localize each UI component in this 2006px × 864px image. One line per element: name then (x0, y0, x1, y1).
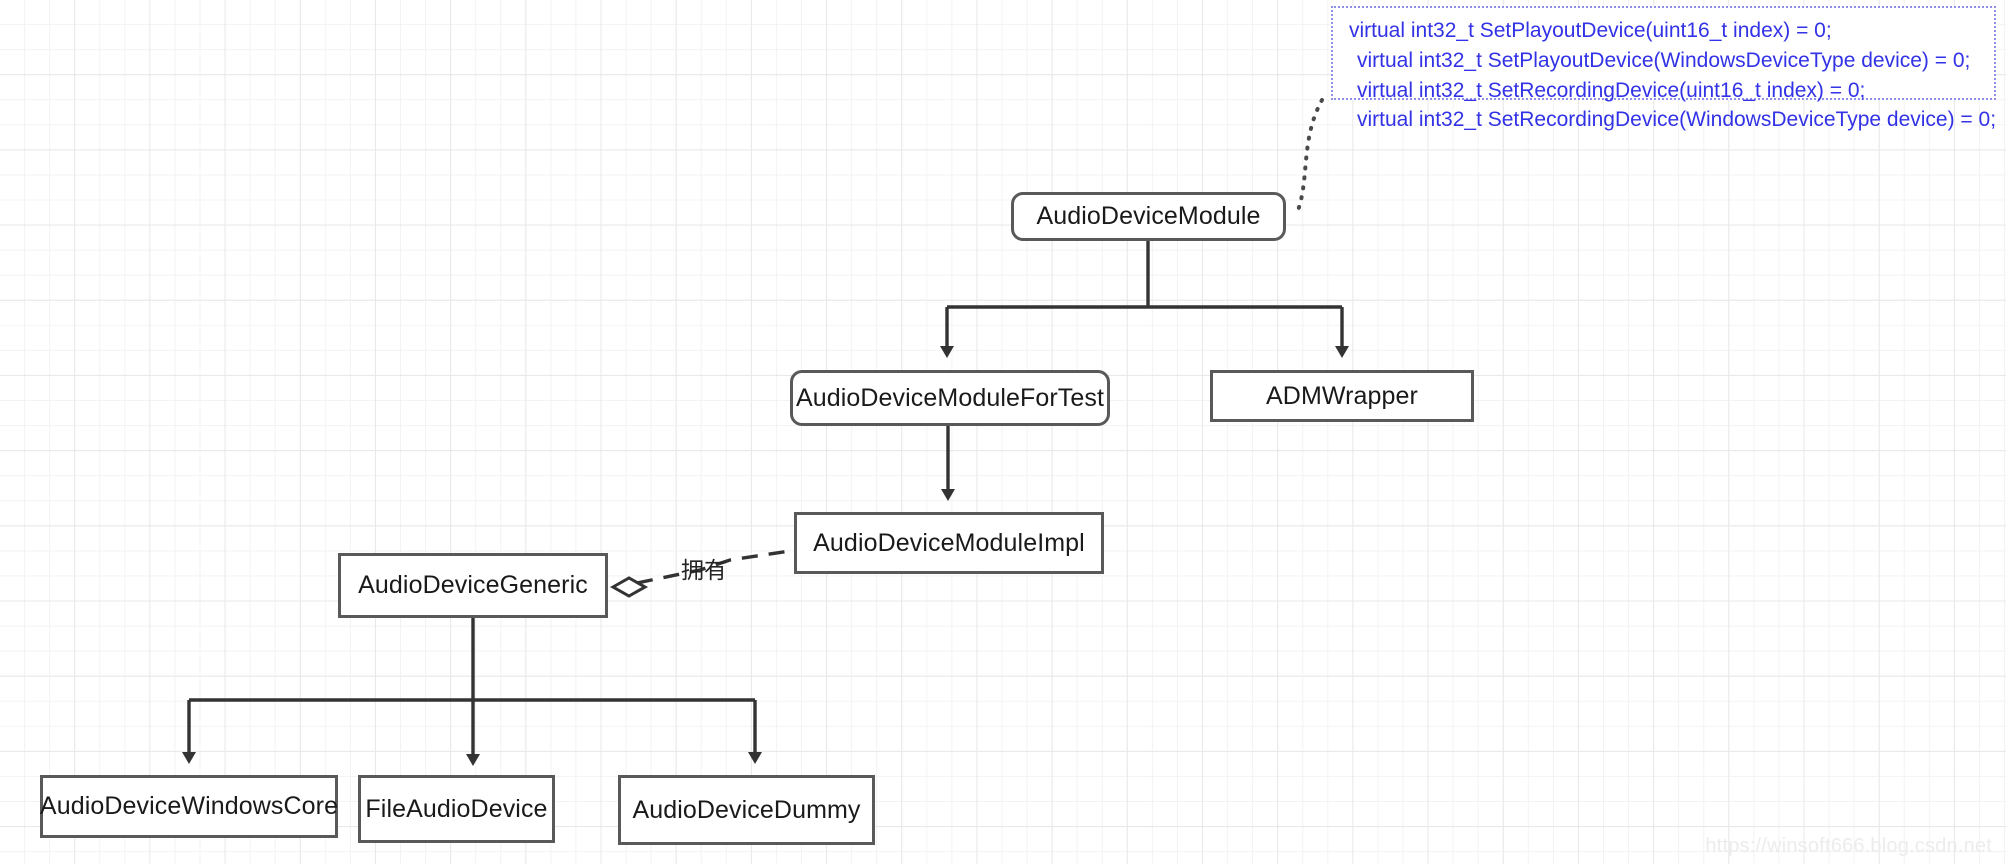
class-node-adm-wrapper[interactable]: ADMWrapper (1210, 370, 1474, 422)
class-node-label: AudioDeviceModule (1036, 202, 1261, 230)
note-line-2: virtual int32_t SetPlayoutDevice(Windows… (1357, 48, 1971, 72)
class-node-label: AudioDeviceWindowsCore (39, 792, 339, 820)
note-line-3: virtual int32_t SetRecordingDevice(uint1… (1357, 78, 1866, 102)
class-node-audio-device-module-for-test[interactable]: AudioDeviceModuleForTest (790, 370, 1110, 426)
edge-generic-aggregation-impl (609, 549, 791, 598)
edge-note-anchor (1295, 98, 1324, 215)
note-box: virtual int32_t SetPlayoutDevice(uint16_… (1331, 6, 1996, 131)
class-node-file-audio-device[interactable]: FileAudioDevice (358, 775, 555, 843)
class-node-label: FileAudioDevice (365, 794, 548, 823)
class-node-label: AudioDeviceModuleForTest (795, 383, 1105, 412)
edge-module-to-children (940, 241, 1349, 358)
class-node-label: ADMWrapper (1266, 381, 1418, 410)
class-node-audio-device-generic[interactable]: AudioDeviceGeneric (338, 553, 608, 618)
class-node-audio-device-dummy[interactable]: AudioDeviceDummy (618, 775, 875, 845)
class-node-label: AudioDeviceGeneric (358, 571, 588, 599)
class-node-label: AudioDeviceModuleImpl (813, 528, 1085, 557)
edge-generic-to-children (182, 618, 762, 766)
class-node-audio-device-module[interactable]: AudioDeviceModule (1011, 192, 1286, 241)
class-node-label: AudioDeviceDummy (632, 795, 861, 824)
note-line-1: virtual int32_t SetPlayoutDevice(uint16_… (1349, 19, 1832, 42)
note-line-4: virtual int32_t SetRecordingDevice(Windo… (1357, 108, 1997, 132)
watermark: https://winsoft666.blog.csdn.net (1705, 835, 1992, 857)
edge-label-aggregation: 拥有 (681, 557, 727, 583)
class-node-audio-device-module-impl[interactable]: AudioDeviceModuleImpl (794, 512, 1104, 574)
class-node-audio-device-windows-core[interactable]: AudioDeviceWindowsCore (40, 775, 338, 838)
